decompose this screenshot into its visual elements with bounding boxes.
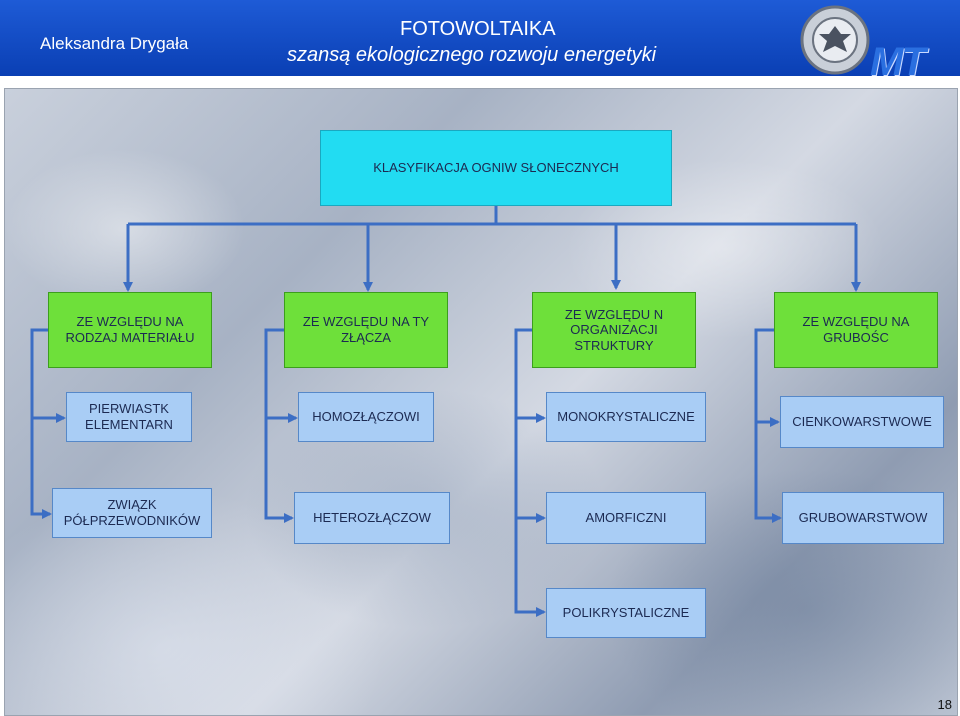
page-number: 18 <box>937 697 952 712</box>
author-name: Aleksandra Drygała <box>40 34 189 53</box>
item-elements: PIERWIASTK ELEMENTARN <box>66 392 192 442</box>
category-structure: ZE WZGLĘDU N ORGANIZACJI STRUKTURY <box>532 292 696 368</box>
item-heterojunction: HETEROZŁĄCZOW <box>294 492 450 544</box>
item-monocrystalline: MONOKRYSTALICZNE <box>546 392 706 442</box>
presentation-title: FOTOWOLTAIKA <box>400 18 556 40</box>
diagram-root: KLASYFIKACJA OGNIW SŁONECZNYCH <box>320 130 672 206</box>
item-polycrystalline: POLIKRYSTALICZNE <box>546 588 706 638</box>
category-junction: ZE WZGLĘDU NA TY ZŁĄCZA <box>284 292 448 368</box>
item-homojunction: HOMOZŁĄCZOWI <box>298 392 434 442</box>
item-thin-film: CIENKOWARSTWOWE <box>780 396 944 448</box>
university-seal-icon <box>800 5 870 75</box>
presentation-subtitle: szansą ekologicznego rozwoju energetyki <box>287 44 657 66</box>
category-material: ZE WZGLĘDU NA RODZAJ MATERIAŁU <box>48 292 212 368</box>
item-amorphous: AMORFICZNI <box>546 492 706 544</box>
header-bar: Aleksandra Drygała FOTOWOLTAIKA szansą e… <box>0 0 960 84</box>
category-thickness: ZE WZGLĘDU NA GRUBOŚC <box>774 292 938 368</box>
logo-mt: MT <box>870 40 926 84</box>
item-compounds: ZWIĄZK PÓŁPRZEWODNIKÓW <box>52 488 212 538</box>
item-thick-film: GRUBOWARSTWOW <box>782 492 944 544</box>
